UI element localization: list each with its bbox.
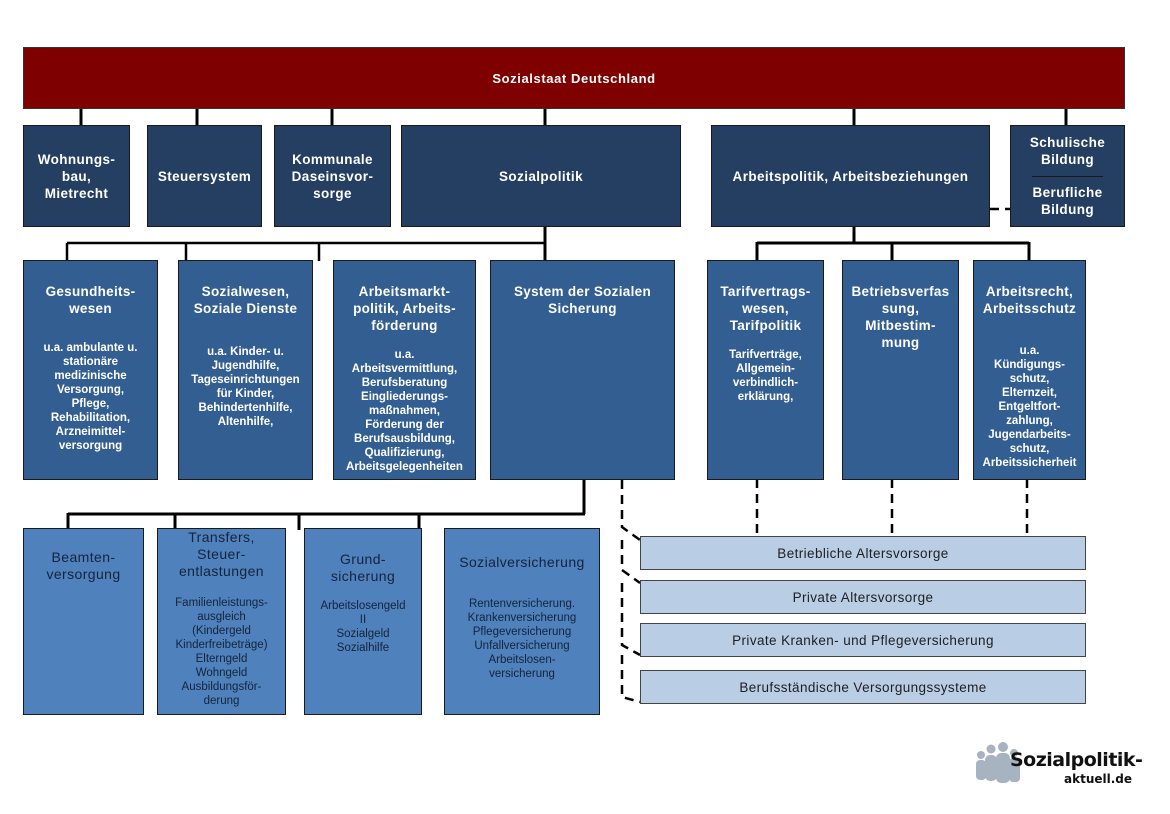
node-schulische-bildung[interactable]: Schulische Bildung bbox=[1029, 134, 1106, 167]
bar-private-kranken-pflegeversicherung[interactable]: Private Kranken- und Pflegeversicherung bbox=[640, 623, 1086, 657]
node-details: Rentenversicherung. Krankenversicherung … bbox=[467, 598, 577, 680]
bar-berufsstaendische-versorgung[interactable]: Berufsständische Versorgungssysteme bbox=[640, 670, 1086, 704]
node-transfers[interactable]: Transfers, Steuer- entlastungen Familien… bbox=[157, 528, 286, 715]
node-sozialversicherung[interactable]: Sozialversicherung Rentenversicherung. K… bbox=[444, 528, 600, 715]
connector-dashed-betriebliche bbox=[620, 480, 641, 542]
people-group-icon bbox=[976, 742, 1020, 783]
node-steuersystem[interactable]: Steuersystem bbox=[147, 125, 262, 227]
logo-name: Sozialpolitik- bbox=[1010, 749, 1143, 771]
node-kommunale-daseinsvorsorge[interactable]: Kommunale Daseinsvor- sorge bbox=[274, 125, 391, 227]
node-arbeitspolitik[interactable]: Arbeitspolitik, Arbeitsbeziehungen bbox=[711, 125, 990, 227]
node-sozialwesen[interactable]: Sozialwesen, Soziale Dienste u.a. Kinder… bbox=[178, 260, 313, 480]
node-beamtenversorgung[interactable]: Beamten- versorgung bbox=[23, 528, 144, 715]
node-gesundheitswesen[interactable]: Gesundheits- wesen u.a. ambulante u. sta… bbox=[23, 260, 158, 480]
bar-private-altersvorsorge[interactable]: Private Altersvorsorge bbox=[640, 580, 1086, 614]
node-title: Arbeitsmarkt- politik, Arbeits- förderun… bbox=[353, 284, 456, 333]
node-details: u.a. Kündigungs- schutz, Elternzeit, Ent… bbox=[982, 345, 1077, 469]
node-title: Sozialwesen, Soziale Dienste bbox=[193, 284, 298, 316]
node-title: System der Sozialen Sicherung bbox=[513, 284, 651, 316]
node-bildung: Schulische Bildung Berufliche Bildung bbox=[1010, 125, 1125, 227]
node-grundsicherung[interactable]: Grund- sicherung Arbeitslosengeld II Soz… bbox=[304, 528, 422, 715]
node-details: Arbeitslosengeld II Sozialgeld Sozialhil… bbox=[320, 600, 406, 654]
logo-sozialpolitik-aktuell[interactable]: Sozialpolitik- aktuell.de bbox=[972, 735, 1143, 790]
node-title: Tarifvertrags- wesen, Tarifpolitik bbox=[720, 284, 811, 333]
node-details: u.a. Kinder- u. Jugendhilfe, Tageseinric… bbox=[191, 346, 300, 428]
node-arbeitsrecht[interactable]: Arbeitsrecht, Arbeitsschutz u.a. Kündigu… bbox=[973, 260, 1086, 480]
node-sozialpolitik[interactable]: Sozialpolitik bbox=[401, 125, 681, 227]
node-details: Familienleistungs- ausgleich (Kindergeld… bbox=[175, 597, 268, 707]
node-system-sozialen-sicherung[interactable]: System der Sozialen Sicherung bbox=[490, 260, 675, 480]
node-betriebsverfassung[interactable]: Betriebsverfas sung, Mitbestim- mung bbox=[842, 260, 959, 480]
node-details: u.a. ambulante u. stationäre medizinisch… bbox=[43, 342, 138, 452]
node-berufliche-bildung[interactable]: Berufliche Bildung bbox=[1032, 175, 1103, 227]
node-tarifvertragswesen[interactable]: Tarifvertrags- wesen, Tarifpolitik Tarif… bbox=[707, 260, 824, 480]
node-title: Arbeitsrecht, Arbeitsschutz bbox=[982, 284, 1077, 316]
node-title: Betriebsverfas sung, Mitbestim- mung bbox=[851, 284, 950, 350]
node-details: Tarifverträge, Allgemein- verbindlich- e… bbox=[729, 349, 802, 403]
node-title: Grund- sicherung bbox=[330, 551, 396, 584]
node-title: Beamten- versorgung bbox=[46, 549, 121, 582]
node-arbeitsmarktpolitik[interactable]: Arbeitsmarkt- politik, Arbeits- förderun… bbox=[333, 260, 476, 480]
root-sozialstaat[interactable]: Sozialstaat Deutschland bbox=[23, 47, 1125, 109]
logo-subtitle: aktuell.de bbox=[1064, 772, 1133, 786]
bar-betriebliche-altersvorsorge[interactable]: Betriebliche Altersvorsorge bbox=[640, 536, 1086, 570]
node-title: Sozialversicherung bbox=[459, 554, 585, 570]
root-title: Sozialstaat Deutschland bbox=[492, 70, 656, 86]
node-details: u.a. Arbeitsvermittlung, Berufsberatung … bbox=[346, 349, 463, 473]
node-wohnungsbau[interactable]: Wohnungs- bau, Mietrecht bbox=[23, 125, 130, 227]
node-title: Transfers, Steuer- entlastungen bbox=[179, 529, 264, 579]
node-title: Gesundheits- wesen bbox=[45, 284, 136, 316]
